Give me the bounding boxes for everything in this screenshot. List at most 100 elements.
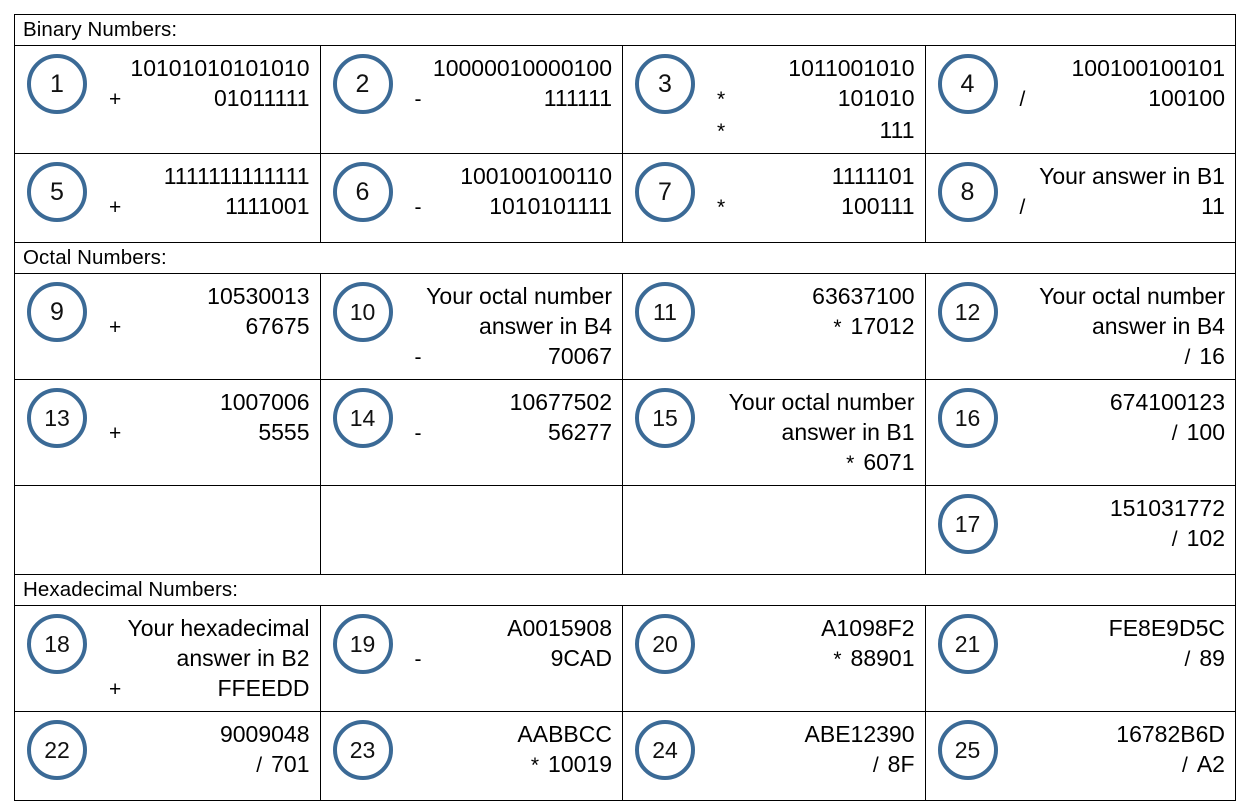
problem-cell-10[interactable]: 10 Your octal number answer in B4 - 70067 bbox=[321, 274, 623, 379]
operator-symbol: - bbox=[414, 88, 422, 111]
problem-number-badge: 25 bbox=[937, 720, 998, 780]
operand-value: 10000010000100 bbox=[432, 55, 612, 81]
operand-value: 9009048 bbox=[219, 721, 310, 747]
expression-block: 100100100101/100100 bbox=[1002, 52, 1225, 115]
operator-symbol: * bbox=[717, 88, 726, 111]
expression-block: Your octal number answer in B4 - 70067 bbox=[397, 280, 613, 373]
operator-symbol: * bbox=[717, 196, 726, 219]
operator-symbol: / bbox=[1171, 528, 1178, 551]
problem-number-badge: 10 bbox=[332, 282, 393, 342]
expression-operator-line: - 70067 bbox=[397, 341, 613, 373]
operator-symbol: + bbox=[109, 316, 122, 339]
operand-value: 1007006 bbox=[219, 389, 310, 415]
expression-operator-line: -9CAD bbox=[397, 643, 613, 675]
operator-symbol: * bbox=[833, 648, 842, 671]
expression-operator-line: -56277 bbox=[397, 417, 613, 449]
operator-symbol: + bbox=[109, 88, 122, 111]
reference-text: answer in B4 bbox=[479, 313, 612, 339]
operator-symbol: + bbox=[109, 678, 122, 701]
expression-operator-line: /89 bbox=[1002, 643, 1225, 675]
problem-number-badge: 11 bbox=[635, 282, 695, 342]
operator-symbol: - bbox=[414, 346, 422, 369]
reference-text: Your octal number bbox=[1039, 283, 1225, 309]
expression-operator-line: +1111001 bbox=[91, 191, 310, 223]
operand-value: 70067 bbox=[548, 343, 612, 369]
expression-operator-line: +01011111 bbox=[91, 83, 310, 115]
operand-value: 10677502 bbox=[509, 389, 612, 415]
expression-block: Your answer in B1/11 bbox=[1002, 160, 1225, 223]
operand-value: 101010 bbox=[837, 85, 915, 111]
expression-operator-line: * 100111 bbox=[699, 191, 915, 223]
operand-value: 16 bbox=[1199, 343, 1225, 369]
expression-block: 63637100*17012 bbox=[699, 280, 915, 343]
expression-operand-line: 1111101 bbox=[699, 161, 915, 191]
operand-value: 111 bbox=[879, 117, 915, 143]
operand-value: FFEEDD bbox=[217, 675, 310, 701]
problem-number-badge: 15 bbox=[635, 388, 695, 448]
expression-block: 151031772 / 102 bbox=[1002, 492, 1225, 555]
reference-text: Your answer in B1 bbox=[1039, 163, 1225, 189]
expression-text-line: Your octal number bbox=[699, 387, 915, 417]
expression-block: 10530013+67675 bbox=[91, 280, 310, 343]
operand-value: 9CAD bbox=[550, 645, 612, 671]
operand-value: 1111001 bbox=[225, 193, 310, 219]
operand-value: 63637100 bbox=[812, 283, 915, 309]
operand-value: AABBCC bbox=[517, 721, 612, 747]
problem-number-badge: 2 bbox=[332, 54, 393, 114]
operator-symbol: / bbox=[1184, 346, 1191, 369]
expression-operand-line: AABBCC bbox=[397, 719, 612, 749]
operand-value: 100111 bbox=[841, 193, 915, 219]
problem-number-badge: 5 bbox=[27, 162, 87, 222]
operand-value: 151031772 bbox=[1109, 495, 1225, 521]
expression-text-line: Your answer in B1 bbox=[1002, 161, 1225, 191]
expression-operand-line: 1111111111111 bbox=[91, 161, 310, 191]
reference-text: Your octal number bbox=[426, 283, 612, 309]
empty-cell bbox=[623, 486, 926, 574]
operator-symbol: / bbox=[872, 754, 879, 777]
expression-block: 10000010000100-111111 bbox=[397, 52, 613, 115]
expression-operand-line: 10101010101010 bbox=[91, 53, 309, 83]
operand-value: 1111101 bbox=[831, 163, 915, 189]
expression-block: 1007006+5555 bbox=[91, 386, 310, 449]
problem-number-badge: 6 bbox=[332, 162, 393, 222]
operand-value: 102 bbox=[1186, 525, 1225, 551]
empty-cell bbox=[15, 486, 321, 574]
operand-value: 100100100110 bbox=[460, 163, 612, 189]
problem-number-badge: 8 bbox=[937, 162, 998, 222]
operator-symbol: / bbox=[1184, 648, 1191, 671]
problem-number-badge: 24 bbox=[635, 720, 695, 780]
problem-number-badge: 20 bbox=[635, 614, 695, 674]
